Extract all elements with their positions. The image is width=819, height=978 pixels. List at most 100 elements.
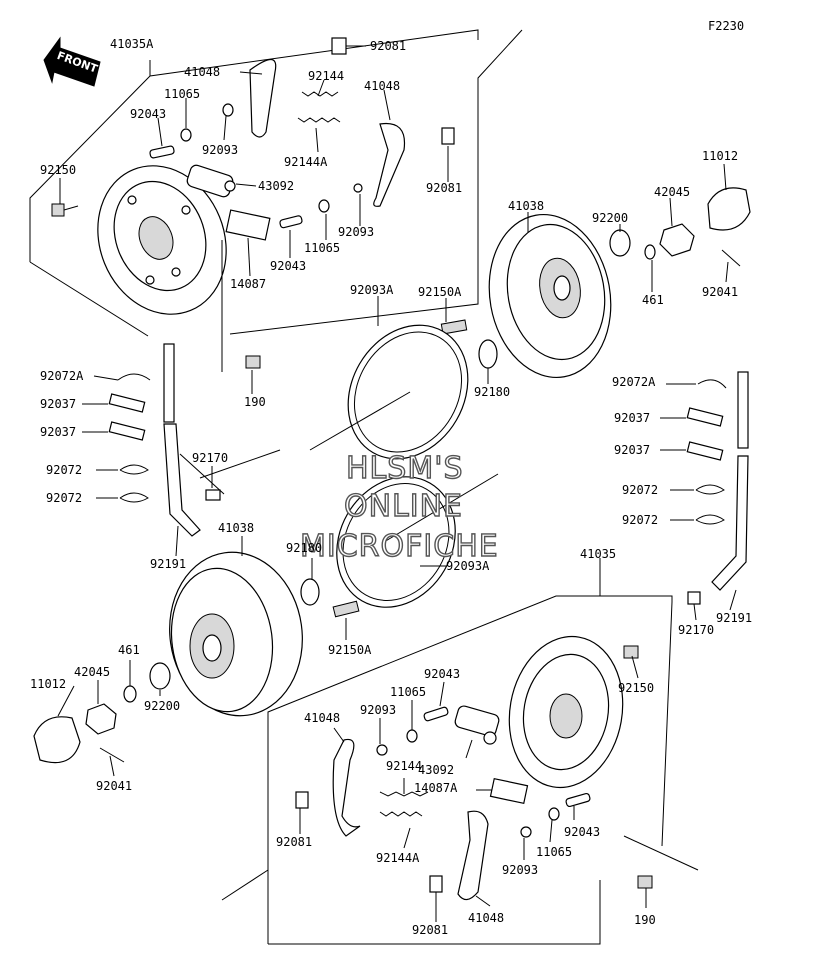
pin-92043-mid: [279, 215, 303, 229]
label-43092: 43092: [258, 179, 294, 193]
brake-shoe-41048-top: [249, 58, 277, 138]
plate-14087-top: [225, 209, 271, 241]
label-92144: 92144: [386, 759, 422, 773]
cotter-pin-92041-bottom: [99, 747, 125, 763]
nut-42045-top: [659, 223, 695, 257]
clip-92081-right: [441, 127, 455, 145]
brake-backing-plate-bottom: [508, 635, 624, 789]
label-41038: 41038: [508, 199, 544, 213]
spring-92144A-top: [297, 117, 341, 123]
clamp-92072A-right: [697, 379, 727, 389]
nut-42045-bottom: [85, 703, 117, 735]
clip-92081-bottom: [429, 875, 443, 893]
label-92093A: 92093A: [350, 283, 394, 297]
label-92150: 92150: [618, 681, 654, 695]
brake-panel-frame-top: [29, 29, 523, 337]
label-92041: 92041: [702, 285, 738, 299]
label-92191: 92191: [150, 557, 186, 571]
washer-11065-bottom-2: [548, 807, 560, 821]
washer-92200-bottom: [149, 662, 171, 690]
clip-92081-top: [331, 37, 347, 55]
washer-461-bottom: [123, 685, 137, 703]
label-41035A: 41035A: [110, 37, 154, 51]
label-92150A: 92150A: [328, 643, 372, 657]
clamp-92072-right-2: [695, 514, 725, 525]
watermark-line-3: MICROFICHE: [300, 529, 499, 564]
label-41035: 41035: [580, 547, 616, 561]
label-14087A: 14087A: [414, 781, 458, 795]
strap-92037-left-2: [108, 421, 146, 441]
watermark: HLSM'S ONLINE MICROFICHE: [299, 450, 499, 564]
strap-92037-left-1: [108, 393, 146, 413]
clamp-92072A-left: [117, 373, 151, 381]
clip-92170-left: [205, 489, 221, 501]
brake-drum-41038-bottom: [169, 551, 303, 717]
label-41048: 41048: [364, 79, 400, 93]
label-92081: 92081: [426, 181, 462, 195]
label-92043: 92043: [270, 259, 306, 273]
label-92150A: 92150A: [418, 285, 462, 299]
brake-shoe-41048-bottom: [457, 810, 489, 901]
label-461: 461: [118, 643, 140, 657]
clip-92170-right: [687, 591, 701, 605]
label-92043: 92043: [424, 667, 460, 681]
strap-92037-right-2: [686, 441, 724, 461]
leader-lines: [57, 45, 737, 922]
label-92191: 92191: [716, 611, 752, 625]
label-41048: 41048: [304, 711, 340, 725]
label-92072: 92072: [46, 491, 82, 505]
pin-92043-bottom-2: [565, 792, 591, 808]
oring-92180-top: [478, 339, 498, 369]
washer-92200-top: [609, 229, 631, 257]
label-11012: 11012: [30, 677, 66, 691]
brake-drum-41038-top: [488, 213, 612, 379]
clip-92081-bottom-left: [295, 791, 309, 809]
bolt-92150-bottom: [623, 645, 639, 659]
label-92144A: 92144A: [284, 155, 328, 169]
clamp-92072-right-1: [695, 484, 725, 495]
hose-92191-right: [711, 455, 749, 591]
washer-11065-mid: [318, 199, 330, 213]
hose-92191-left: [163, 423, 201, 537]
label-92081: 92081: [412, 923, 448, 937]
label-43092: 43092: [418, 763, 454, 777]
label-92200: 92200: [144, 699, 180, 713]
plate-14087A: [489, 777, 529, 805]
bolt-190-bottom: [637, 875, 653, 889]
label-41038: 41038: [218, 521, 254, 535]
seal-ring-92093A-bottom: [336, 476, 456, 608]
label-92072: 92072: [46, 463, 82, 477]
washer-11065-bottom: [406, 729, 418, 743]
label-92144A: 92144A: [376, 851, 420, 865]
wheel-cylinder-top: [186, 164, 236, 198]
clamp-92072-left-2: [119, 492, 149, 503]
label-11065: 11065: [164, 87, 200, 101]
label-92150: 92150: [40, 163, 76, 177]
label-190: 190: [244, 395, 266, 409]
label-11065: 11065: [390, 685, 426, 699]
label-92072: 92072: [622, 513, 658, 527]
label-92043: 92043: [564, 825, 600, 839]
label-92037: 92037: [614, 411, 650, 425]
pin-92043-top: [149, 145, 175, 159]
hose-upper-right: [737, 371, 749, 449]
label-92043: 92043: [130, 107, 166, 121]
washer-92093-bottom: [376, 744, 388, 756]
bolt-92150A-bottom: [332, 600, 360, 618]
oring-92180-bottom: [300, 578, 320, 606]
label-92170: 92170: [192, 451, 228, 465]
label-190: 190: [634, 913, 656, 927]
brake-backing-plate-top: [97, 165, 227, 315]
washer-92093-bottom-2: [520, 826, 532, 838]
brake-panel-frame-bottom: [221, 558, 699, 945]
strap-92037-right-1: [686, 407, 724, 427]
label-42045: 42045: [74, 665, 110, 679]
label-92180: 92180: [286, 541, 322, 555]
spring-92144-bottom: [379, 791, 429, 797]
label-92093: 92093: [360, 703, 396, 717]
label-11065: 11065: [304, 241, 340, 255]
bolt-190-top: [245, 355, 261, 369]
label-41048: 41048: [184, 65, 220, 79]
seal-ring-92093A-top: [347, 324, 469, 460]
pin-92043-bottom: [423, 706, 449, 722]
